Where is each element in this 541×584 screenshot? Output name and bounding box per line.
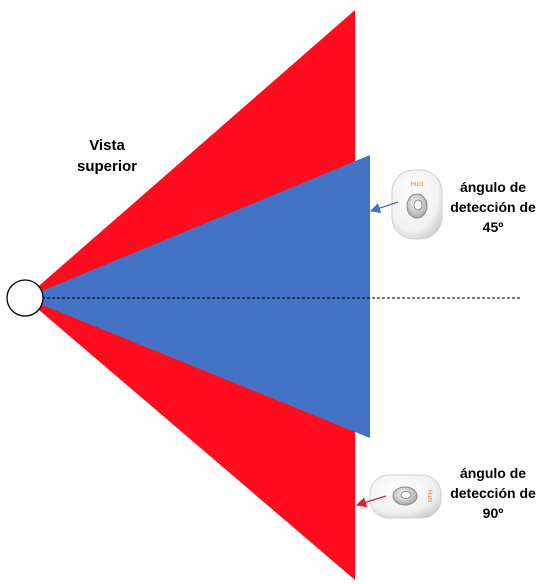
view-label-line2: superior <box>62 156 152 177</box>
view-label-line1: Vista <box>62 135 152 156</box>
detector-45-label-line3: 45º <box>441 217 541 237</box>
detector-90-label-line2: detección de <box>441 483 541 503</box>
detector-90-label-line1: ángulo de <box>441 463 541 483</box>
detector-90-label-line3: 90º <box>441 503 541 523</box>
detector-45-device: Hunt <box>392 170 442 239</box>
detector-90-label: ángulo de detección de 90º <box>441 463 541 523</box>
detector-45-label: ángulo de detección de 45º <box>441 177 541 237</box>
detector-90-brand: Hunt <box>426 490 432 503</box>
detector-45-label-line1: ángulo de <box>441 177 541 197</box>
detector-90-device: Hunt <box>370 475 441 518</box>
sensor-origin-circle <box>7 280 43 316</box>
view-label: Vista superior <box>62 135 152 177</box>
detector-45-brand: Hunt <box>411 182 424 188</box>
detector-45-label-line2: detección de <box>441 197 541 217</box>
